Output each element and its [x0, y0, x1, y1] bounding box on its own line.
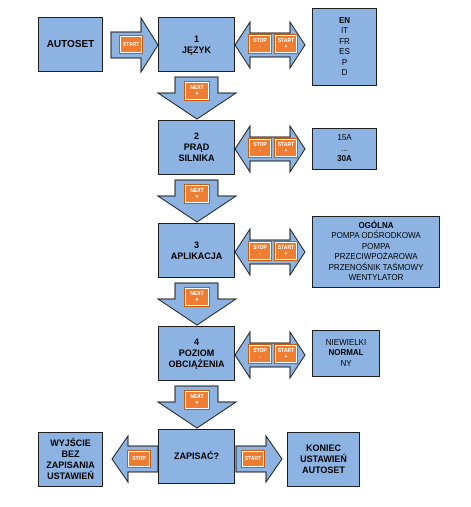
- step-name: JĘZYK: [181, 44, 211, 55]
- option-es: ES: [339, 47, 350, 56]
- stop-button-exit[interactable]: STOP: [127, 450, 151, 468]
- option-pompa: POMPA: [361, 241, 391, 251]
- next-label: NEXT: [190, 85, 204, 91]
- step-number: 1: [193, 33, 199, 44]
- minus-label: -: [259, 251, 261, 257]
- exit-box: WYJŚCIE BEZ ZAPISANIA USTAWIEŃ: [38, 432, 103, 487]
- step-number: 3: [193, 239, 199, 250]
- step-box-language: 1 JĘZYK: [158, 17, 235, 72]
- next-label: NEXT: [190, 188, 204, 194]
- save-box: ZAPISAĆ?: [158, 429, 235, 484]
- next-button-4[interactable]: NEXT ▾: [184, 390, 210, 410]
- plus-label: +: [284, 251, 288, 257]
- plus-label: +: [284, 354, 288, 360]
- minus-label: -: [259, 354, 261, 360]
- plus-label: +: [284, 148, 288, 154]
- step-name-2: OBCIĄŻENIA: [168, 359, 225, 369]
- finish-line-3: AUTOSET: [302, 465, 345, 475]
- step-box-application: 3 APLIKACJA: [158, 223, 235, 278]
- stop-label: STOP: [253, 245, 267, 251]
- step-name: POZIOM: [178, 348, 215, 358]
- option-fr: FR: [339, 36, 350, 46]
- option-15a: 15A: [337, 133, 352, 143]
- option-en: EN: [338, 15, 351, 25]
- stop-minus-button-2[interactable]: STOP -: [248, 138, 272, 158]
- start-label: START: [244, 456, 262, 462]
- option-wentylator: WENTYLATOR: [348, 273, 404, 282]
- option-ny: NY: [340, 358, 352, 368]
- option-30a: 30A: [337, 154, 352, 164]
- finish-line-2: USTAWIEŃ: [300, 454, 347, 464]
- next-button-2[interactable]: NEXT ▾: [184, 184, 210, 204]
- step-number: 2: [193, 131, 199, 141]
- exit-line-2: BEZ: [61, 448, 80, 459]
- down-icon: ▾: [195, 194, 199, 200]
- start-label: START: [277, 348, 295, 354]
- finish-box: KONIEC USTAWIEŃ AUTOSET: [287, 432, 360, 487]
- start-plus-button-3[interactable]: START +: [274, 241, 298, 261]
- autoset-label: AUTOSET: [46, 39, 95, 50]
- start-plus-button-1[interactable]: START +: [274, 34, 298, 54]
- stop-minus-button-1[interactable]: STOP -: [248, 34, 272, 54]
- option-przeciwpozarowa: PRZECIWPOŻAROWA: [334, 252, 418, 261]
- language-options: EN IT FR ES P D: [312, 8, 377, 86]
- start-plus-button-4[interactable]: START +: [274, 344, 298, 364]
- finish-line-1: KONIEC: [305, 443, 341, 453]
- application-options: OGÓLNA POMPA ODŚRODKOWA POMPA PRZECIWPOŻ…: [312, 216, 440, 288]
- load-options: NIEWIELKI NORMAL NY: [312, 330, 380, 377]
- exit-line-3: ZAPISANIA: [46, 459, 95, 470]
- down-icon: ▾: [195, 400, 199, 406]
- exit-line-1: WYJŚCIE: [50, 437, 91, 448]
- step-box-current: 2 PRĄD SILNIKA: [158, 120, 235, 175]
- next-label: NEXT: [190, 394, 204, 400]
- down-icon: ▾: [195, 91, 199, 97]
- minus-label: -: [259, 44, 261, 50]
- start-label: START: [277, 142, 295, 148]
- option-ellipsis: ...: [341, 143, 348, 153]
- start-plus-button-2[interactable]: START +: [274, 138, 298, 158]
- current-options: 15A ... 30A: [312, 128, 377, 170]
- stop-label: STOP: [132, 456, 146, 462]
- start-button-finish[interactable]: START: [241, 450, 265, 468]
- next-label: NEXT: [190, 291, 204, 297]
- stop-label: STOP: [253, 142, 267, 148]
- down-icon: ▾: [195, 297, 199, 303]
- step-number: 4: [193, 337, 199, 347]
- step-name-2: SILNIKA: [178, 153, 215, 163]
- option-przenosnik: PRZENOŚNIK TAŚMOWY: [328, 262, 424, 272]
- minus-label: -: [259, 148, 261, 154]
- save-label: ZAPISAĆ?: [174, 451, 219, 461]
- option-normal: NORMAL: [328, 348, 364, 358]
- start-button-autoset[interactable]: START: [119, 35, 143, 54]
- option-pompa-odsrodkowa: POMPA ODŚRODKOWA: [331, 231, 421, 240]
- step-name: PRĄD: [183, 142, 210, 152]
- option-p: P: [341, 57, 348, 67]
- plus-label: +: [284, 44, 288, 50]
- next-button-1[interactable]: NEXT ▾: [184, 81, 210, 101]
- option-it: IT: [340, 26, 349, 35]
- start-label: START: [277, 38, 295, 44]
- stop-label: STOP: [253, 348, 267, 354]
- autoset-box: AUTOSET: [38, 17, 103, 72]
- option-d: D: [341, 68, 348, 77]
- stop-minus-button-4[interactable]: STOP -: [248, 344, 272, 364]
- exit-line-4: USTAWIEŃ: [47, 470, 94, 481]
- stop-label: STOP: [253, 38, 267, 44]
- option-niewielki: NIEWIELKI: [325, 337, 367, 347]
- next-button-3[interactable]: NEXT ▾: [184, 287, 210, 307]
- option-ogolna: OGÓLNA: [358, 220, 394, 230]
- step-name: APLIKACJA: [170, 250, 223, 261]
- start-label: START: [277, 245, 295, 251]
- step-box-load: 4 POZIOM OBCIĄŻENIA: [158, 326, 235, 381]
- start-label: START: [122, 41, 140, 48]
- stop-minus-button-3[interactable]: STOP -: [248, 241, 272, 261]
